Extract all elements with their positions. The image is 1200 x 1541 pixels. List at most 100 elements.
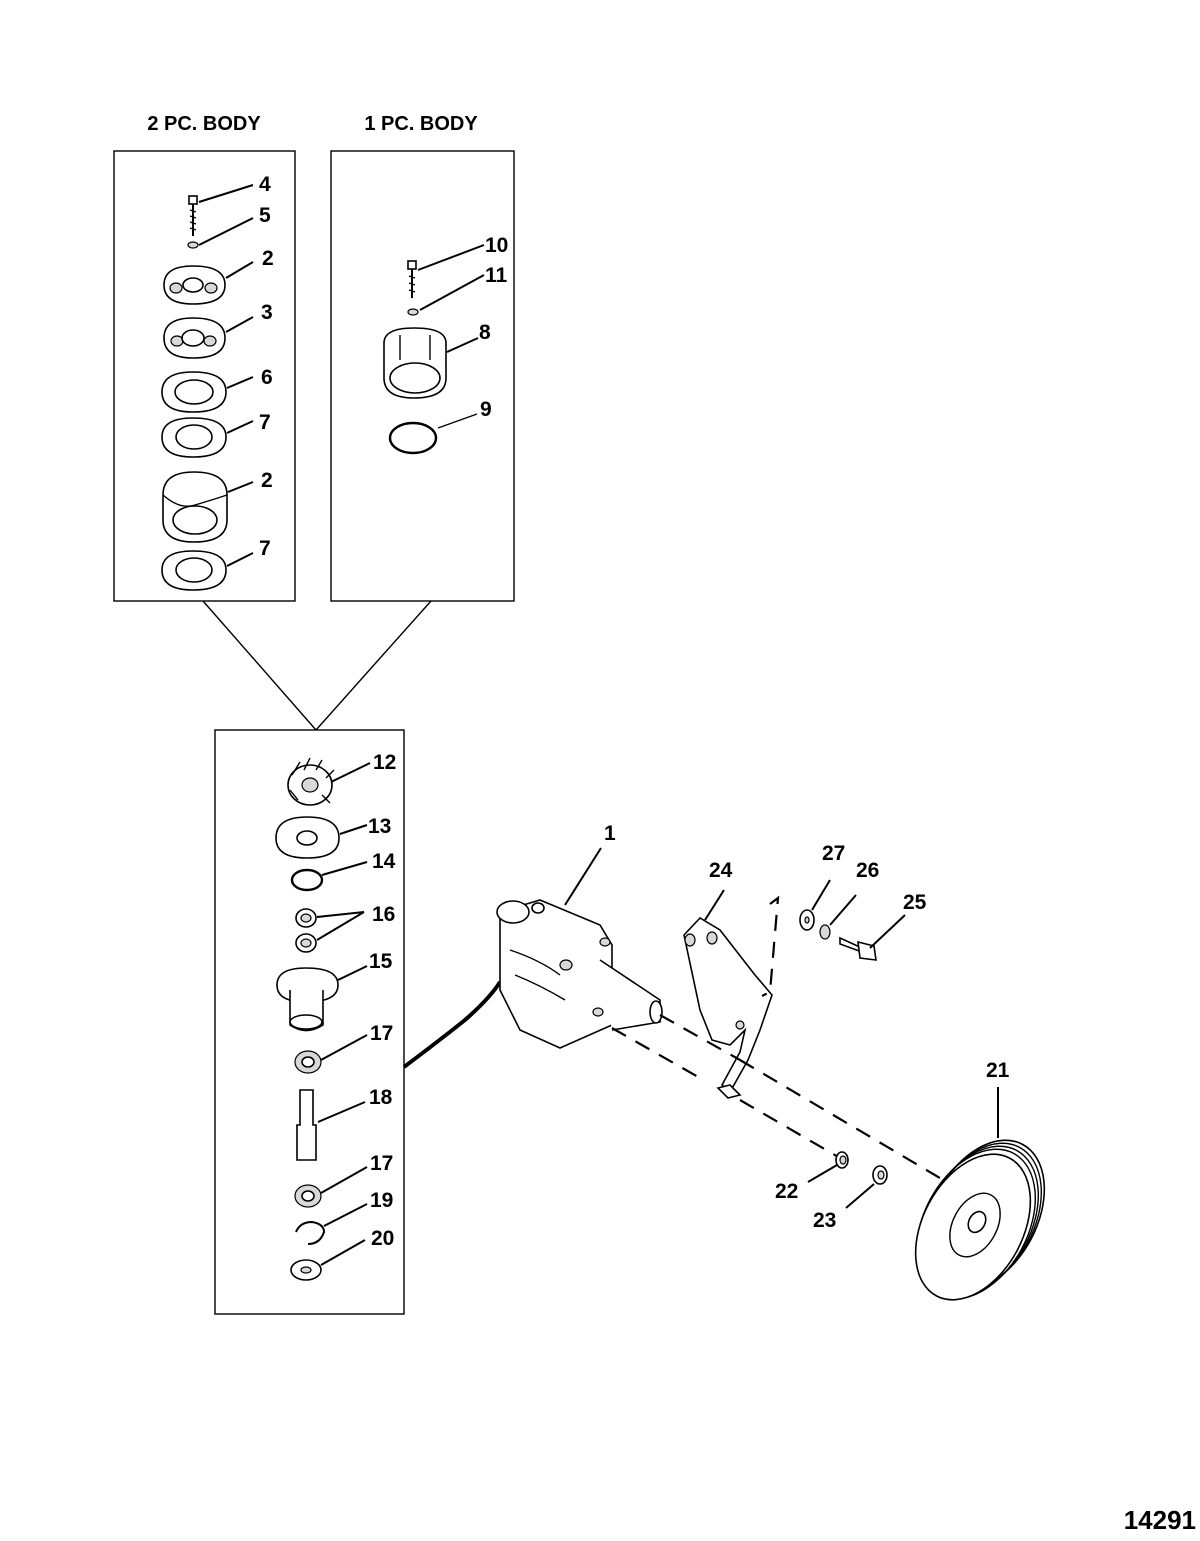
box-1pc-body — [330, 150, 515, 602]
leader-4 — [198, 184, 254, 203]
part-23-nut — [872, 1165, 888, 1185]
leader-6 — [226, 376, 254, 389]
callout-21: 21 — [986, 1059, 1010, 1082]
assembly-line-bracket-bolt — [761, 895, 780, 997]
header-2pc-body: 2 PC. BODY — [147, 113, 261, 135]
part-14-o-ring — [290, 868, 324, 892]
part-9-o-ring — [388, 421, 438, 455]
part-26-lockwasher — [819, 924, 831, 940]
part-27-washer — [799, 909, 815, 931]
leader-2b — [227, 481, 254, 493]
callout-14: 14 — [372, 850, 396, 873]
leader-13 — [339, 824, 368, 835]
callout-10: 10 — [485, 234, 508, 257]
part-5-washer — [187, 241, 199, 249]
callout-2-plate: 2 — [262, 247, 274, 270]
callout-20: 20 — [371, 1227, 394, 1250]
box-2pc-body — [113, 150, 296, 602]
leader-23 — [845, 1183, 875, 1209]
kit-to-pump-connector — [402, 980, 502, 1069]
part-21-pulley — [914, 1139, 1046, 1301]
callout-1: 1 — [604, 822, 616, 845]
callout-9: 9 — [480, 398, 492, 421]
part-20-washer — [290, 1259, 322, 1281]
leader-7a — [226, 420, 254, 434]
leader-5 — [198, 217, 254, 246]
leader-24 — [704, 889, 725, 921]
leader-2a — [225, 261, 254, 279]
part-18-shaft — [296, 1089, 317, 1161]
part-13-wear-plate — [275, 816, 340, 859]
part-15-housing — [276, 967, 339, 1032]
connector-line-left — [202, 600, 317, 731]
leader-16a — [316, 911, 365, 918]
leader-11 — [419, 274, 485, 311]
part-24-bracket — [683, 916, 773, 1099]
leader-17a — [320, 1034, 368, 1061]
callout-24: 24 — [709, 859, 733, 882]
part-11-washer — [407, 308, 419, 316]
part-7-gasket-upper — [161, 417, 227, 458]
callout-16: 16 — [372, 903, 395, 926]
part-6-gasket — [161, 371, 227, 413]
part-3-gasket — [163, 317, 226, 359]
leader-22 — [807, 1164, 838, 1183]
callout-2-body: 2 — [261, 469, 273, 492]
part-2-pump-body — [162, 471, 228, 543]
callout-25: 25 — [903, 891, 927, 914]
part-8-pump-body — [383, 327, 447, 399]
connector-line-right — [315, 600, 432, 731]
leader-27 — [811, 879, 831, 911]
part-1-sea-water-pump — [496, 899, 663, 1049]
assembly-line-nut — [739, 1099, 841, 1159]
callout-17-lower: 17 — [370, 1152, 393, 1175]
leader-7b — [226, 552, 254, 567]
callout-26: 26 — [856, 859, 879, 882]
part-17-bearing-upper — [294, 1050, 322, 1074]
header-1pc-body: 1 PC. BODY — [364, 113, 478, 135]
callout-15: 15 — [369, 950, 393, 973]
callout-5: 5 — [259, 204, 271, 227]
leader-12 — [330, 762, 371, 783]
leader-17b — [320, 1166, 368, 1194]
leader-9 — [437, 413, 478, 429]
part-12-impeller — [287, 757, 335, 806]
part-22-nut — [835, 1151, 849, 1169]
part-10-screw — [407, 260, 417, 298]
callout-11: 11 — [485, 264, 508, 287]
part-2-plate-top — [163, 265, 226, 305]
assembly-line-shaft-bracket — [659, 1014, 741, 1061]
part-16-seals — [295, 908, 317, 953]
callout-12: 12 — [373, 751, 396, 774]
leader-19 — [323, 1203, 368, 1227]
part-4-screw — [188, 195, 198, 236]
callout-4: 4 — [259, 173, 271, 196]
callout-7-lower: 7 — [259, 537, 271, 560]
leader-15 — [337, 965, 368, 981]
callout-6: 6 — [261, 366, 273, 389]
box-pump-kit — [214, 729, 405, 1315]
leader-10 — [417, 244, 485, 271]
leader-14 — [321, 861, 368, 876]
callout-8: 8 — [479, 321, 491, 344]
callout-22: 22 — [775, 1180, 798, 1203]
leader-8 — [446, 337, 479, 353]
leader-25 — [869, 914, 906, 949]
callout-13: 13 — [368, 815, 391, 838]
leader-26 — [829, 894, 857, 926]
callout-23: 23 — [813, 1209, 836, 1232]
part-19-snap-ring — [295, 1220, 326, 1245]
part-17-bearing-lower — [294, 1184, 322, 1208]
callout-19: 19 — [370, 1189, 393, 1212]
part-7-gasket-lower — [161, 550, 227, 591]
leader-20 — [320, 1239, 366, 1266]
diagram-reference-number: 14291 — [1124, 1505, 1196, 1535]
callout-17-upper: 17 — [370, 1022, 393, 1045]
leader-16b — [316, 911, 365, 941]
leader-1 — [564, 847, 602, 906]
assembly-line-shaft-pulley — [739, 1059, 941, 1179]
leader-18 — [317, 1101, 366, 1123]
callout-7-upper: 7 — [259, 411, 271, 434]
leader-3 — [225, 316, 254, 333]
